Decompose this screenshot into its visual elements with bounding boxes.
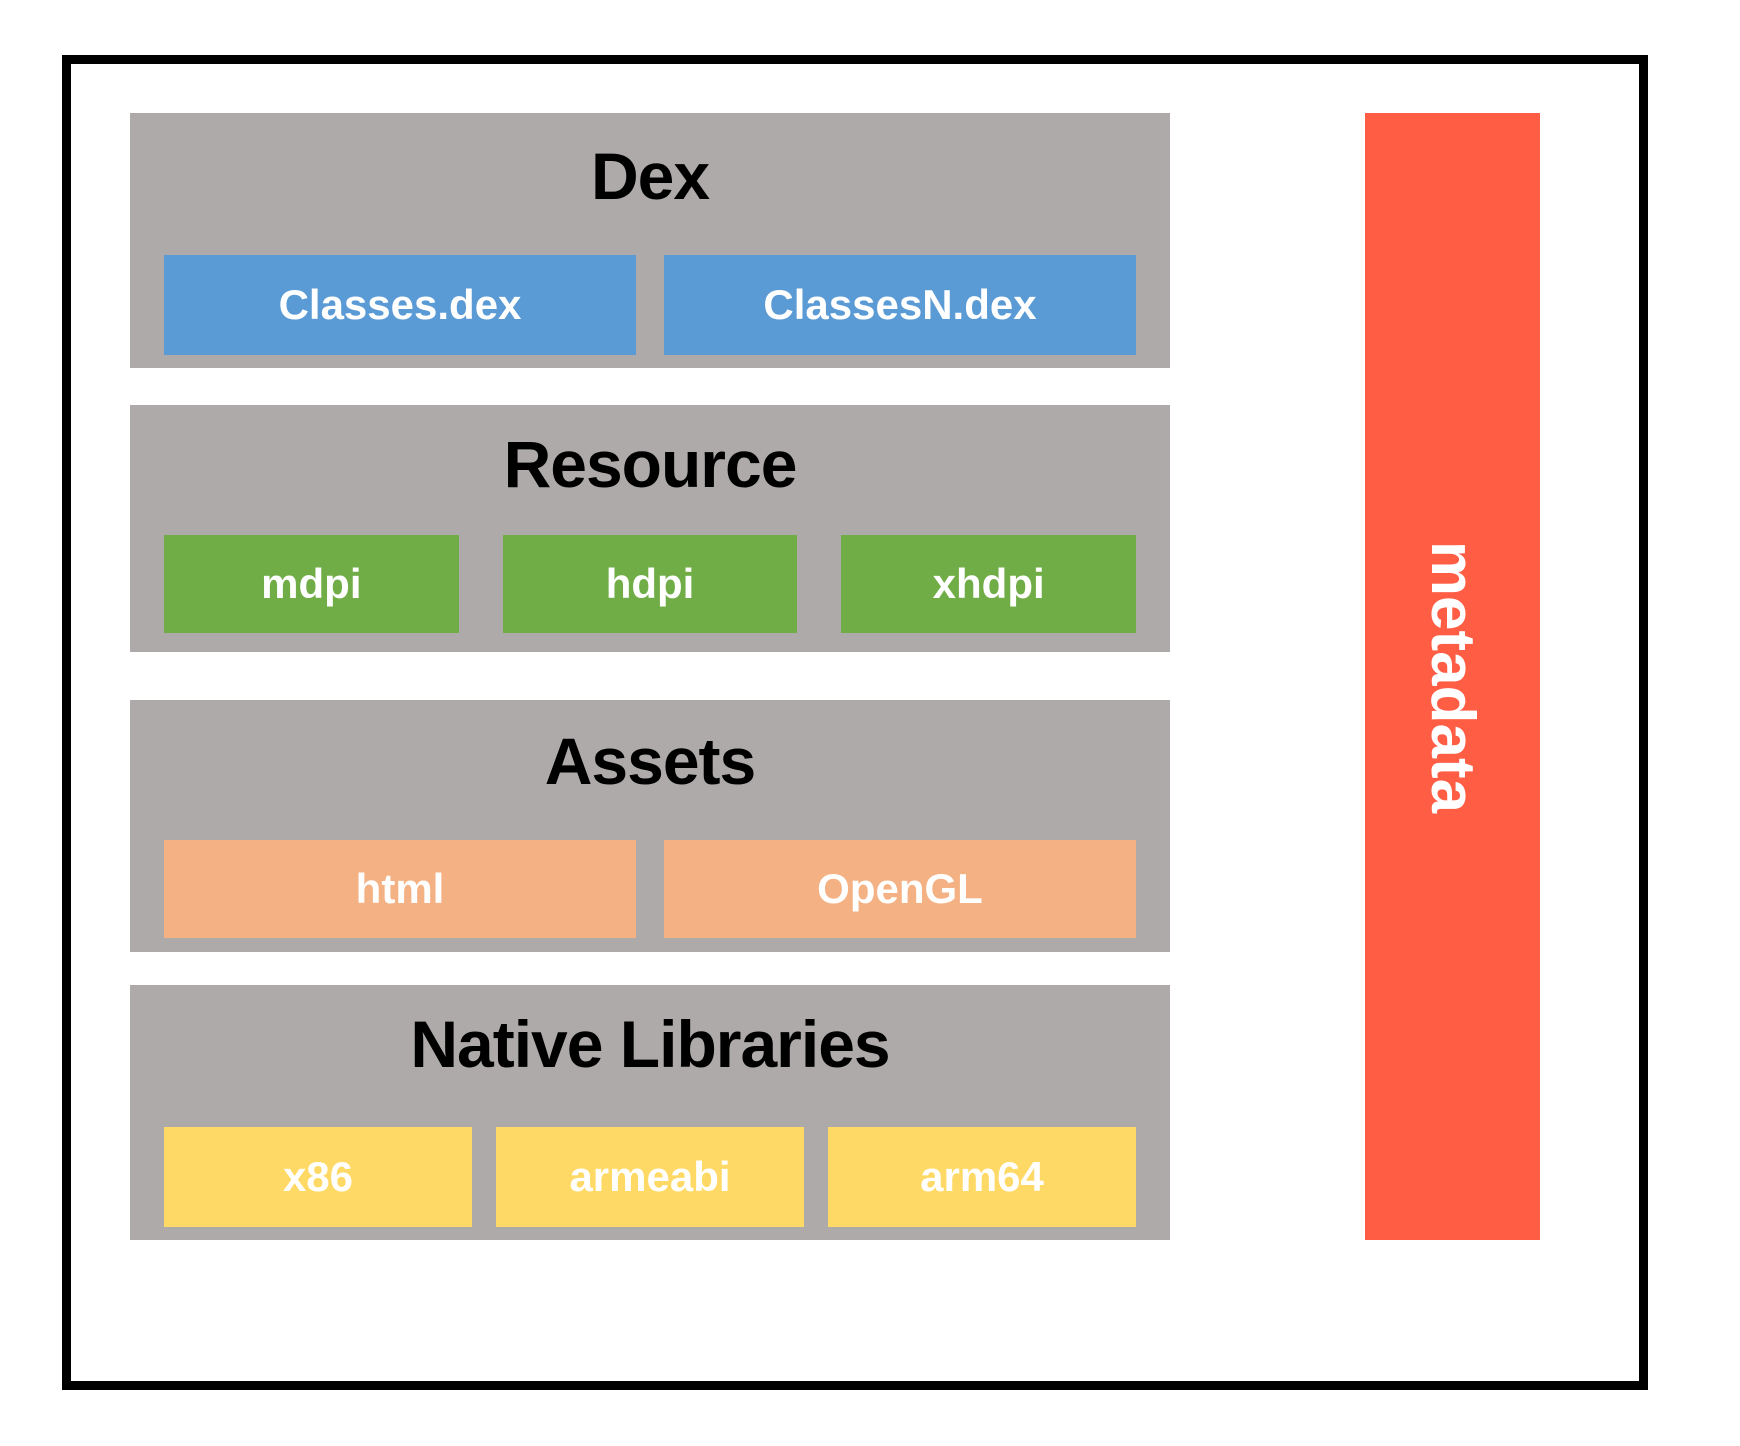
chip-classesn-dex[interactable]: ClassesN.dex [664, 255, 1136, 355]
chip-x86[interactable]: x86 [164, 1127, 472, 1227]
section-dex[interactable]: Dex Classes.dex ClassesN.dex [130, 113, 1170, 368]
section-resource[interactable]: Resource mdpi hdpi xhdpi [130, 405, 1170, 652]
section-assets-chips: html OpenGL [130, 840, 1170, 938]
section-assets-title: Assets [544, 724, 756, 798]
section-resource-title: Resource [503, 427, 798, 501]
section-dex-chips: Classes.dex ClassesN.dex [130, 255, 1170, 355]
section-native-libraries-title: Native Libraries [410, 1007, 890, 1081]
chip-hdpi[interactable]: hdpi [502, 535, 798, 633]
metadata-bar[interactable]: metadata [1365, 113, 1540, 1240]
chip-opengl[interactable]: OpenGL [664, 840, 1136, 938]
chip-classes-dex[interactable]: Classes.dex [164, 255, 636, 355]
chip-armeabi[interactable]: armeabi [496, 1127, 804, 1227]
section-native-libraries[interactable]: Native Libraries x86 armeabi arm64 [130, 985, 1170, 1240]
section-resource-chips: mdpi hdpi xhdpi [130, 535, 1170, 633]
section-dex-title: Dex [590, 139, 710, 213]
chip-arm64[interactable]: arm64 [828, 1127, 1136, 1227]
chip-html[interactable]: html [164, 840, 636, 938]
chip-xhdpi[interactable]: xhdpi [841, 535, 1137, 633]
metadata-label: metadata [1418, 540, 1488, 813]
section-assets[interactable]: Assets html OpenGL [130, 700, 1170, 952]
chip-mdpi[interactable]: mdpi [164, 535, 459, 633]
apk-sections-column: Dex Classes.dex ClassesN.dex Resource md… [130, 113, 1170, 1240]
section-native-libraries-chips: x86 armeabi arm64 [130, 1127, 1170, 1227]
